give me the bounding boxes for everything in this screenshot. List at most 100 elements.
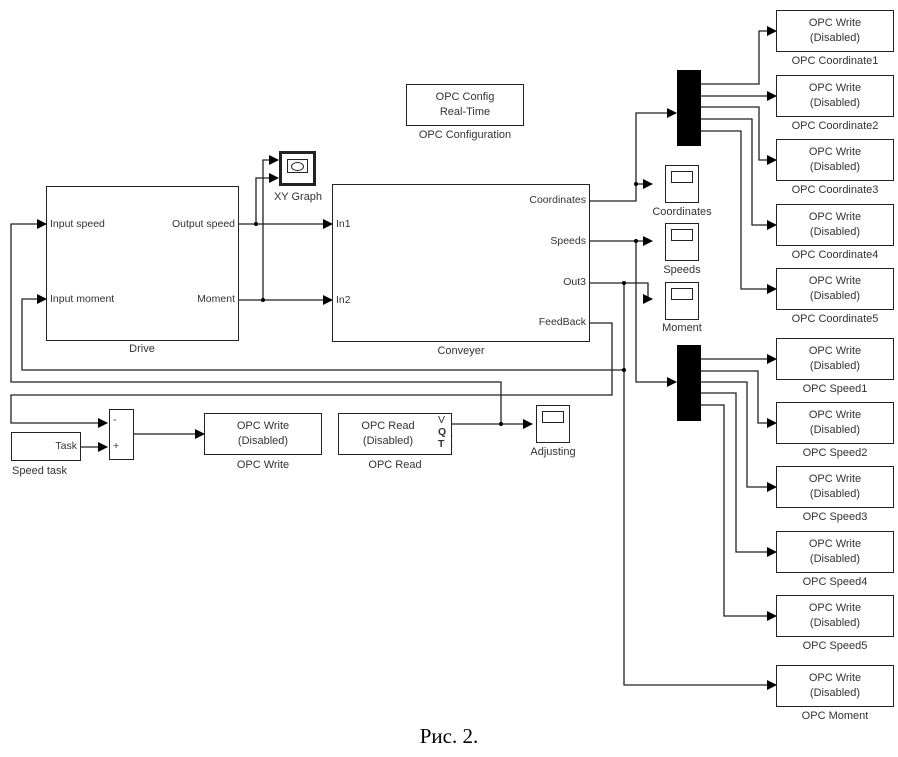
opc-write-line1: OPC Write [808, 409, 862, 421]
scope-screen-icon [671, 229, 693, 241]
sum-block[interactable] [109, 409, 134, 460]
opc-coordinate3-block[interactable]: OPC Write(Disabled) [776, 139, 894, 181]
opc-read-line2: (Disabled) [362, 435, 414, 447]
junction-dot [634, 182, 638, 186]
drive-input-speed-port: Input speed [50, 218, 105, 230]
speeds-scope-label: Speeds [663, 264, 701, 276]
opc-read-line1: OPC Read [361, 420, 415, 432]
scope-screen-icon [542, 411, 564, 423]
opc-write-line1: OPC Write [808, 538, 862, 550]
opc-config-line1: OPC Config [435, 91, 495, 103]
adjusting-scope[interactable] [536, 405, 570, 443]
drive-block[interactable] [46, 186, 239, 341]
opc-write-line2: (Disabled) [809, 360, 861, 372]
drive-label: Drive [129, 343, 155, 355]
opc-write-line1: OPC Write [808, 82, 862, 94]
opc-speed1-block[interactable]: OPC Write (Disabled) [776, 338, 894, 380]
opc-coordinate2-label: OPC Coordinate2 [791, 120, 879, 132]
conveyer-coordinates-port: Coordinates [529, 194, 586, 206]
opc-speed4-block[interactable]: OPC Write (Disabled) [776, 531, 894, 573]
opc-moment-block[interactable]: OPC Write (Disabled) [776, 665, 894, 707]
wire-read-v-to-input-speed [10, 219, 502, 424]
xy-graph-block[interactable] [279, 151, 316, 186]
demux-speeds[interactable] [677, 345, 701, 421]
conveyer-block[interactable] [332, 184, 590, 342]
conveyer-speeds-port: Speeds [550, 235, 586, 247]
opc-coordinate5-label: OPC Coordinate5 [791, 313, 879, 325]
wire-speeds-to-demux2 [635, 241, 677, 387]
opc-write-line1: OPC Write [808, 17, 862, 29]
wire-out3 [590, 282, 653, 304]
opc-write-line1: OPC Write [808, 672, 862, 684]
opc-coordinate3-label: OPC Coordinate3 [791, 184, 879, 196]
wire-d2-out3 [700, 381, 777, 492]
drive-output-speed-port: Output speed [171, 218, 235, 230]
junction-dot [261, 298, 265, 302]
wire-d1-out5 [700, 130, 777, 294]
opc-write-line1: OPC Write [808, 345, 862, 357]
opc-write-line2: (Disabled) [809, 687, 861, 699]
drive-input-moment-port: Input moment [50, 293, 115, 305]
opc-write-main-block[interactable]: OPC Write (Disabled) [204, 413, 322, 455]
opc-coordinate2-block[interactable]: OPC Write (Disabled) [776, 75, 894, 117]
opc-moment-label: OPC Moment [801, 710, 869, 722]
opc-write-line1: OPC Write [808, 146, 862, 158]
opc-read-block[interactable]: OPC Read (Disabled) [338, 413, 452, 455]
adjusting-scope-label: Adjusting [530, 446, 576, 458]
opc-write-line2: (Disabled) [809, 553, 861, 565]
moment-scope[interactable] [665, 282, 699, 320]
wire-out3-to-input-moment [21, 294, 624, 371]
scope-screen-icon [671, 171, 693, 183]
speeds-scope[interactable] [665, 223, 699, 261]
opc-write-line2: (Disabled) [809, 226, 861, 238]
speed-task-label: Speed task [12, 465, 68, 477]
opc-write-line2: (Disabled) [809, 97, 861, 109]
opc-write-main-line2: (Disabled) [237, 435, 289, 447]
sum-minus-sign: - [113, 414, 117, 426]
demux-coordinates[interactable] [677, 70, 701, 146]
coordinates-scope[interactable] [665, 165, 699, 203]
conveyer-feedback-port: FeedBack [538, 316, 586, 328]
opc-coordinate4-label: OPC Coordinate4 [791, 249, 879, 261]
wire-d2-out2 [700, 370, 777, 428]
opc-config-block[interactable]: OPC Config Real-Time [406, 84, 524, 126]
opc-write-line1: OPC Write [808, 473, 862, 485]
wire-output-speed-to-xy [255, 173, 279, 224]
coordinates-scope-label: Coordinates [652, 206, 712, 218]
opc-write-line1: OPC Write [808, 211, 862, 223]
wire-d1-out1 [700, 26, 777, 85]
opc-speed3-block[interactable]: OPC Write (Disabled) [776, 466, 894, 508]
opc-write-line1: OPC Write [808, 602, 862, 614]
opc-speed3-label: OPC Speed3 [802, 511, 868, 523]
wire-feedback [10, 322, 613, 428]
opc-config-label: OPC Configuration [418, 129, 512, 141]
opc-speed5-block[interactable]: OPC Write(Disabled) [776, 595, 894, 637]
junction-dot [254, 222, 258, 226]
junction-dot [634, 239, 638, 243]
opc-coordinate4-block[interactable]: OPC Write (Disabled) [776, 204, 894, 246]
scope-screen-icon [671, 288, 693, 300]
opc-write-line2: (Disabled) [809, 488, 861, 500]
opc-read-port-v: V [438, 414, 446, 426]
junction-dot [499, 422, 503, 426]
opc-write-main-line1: OPC Write [236, 420, 290, 432]
opc-coordinate5-block[interactable]: OPC Write(Disabled) [776, 268, 894, 310]
moment-scope-label: Moment [662, 322, 702, 334]
wire-coordinates [590, 179, 653, 202]
junction-dot [622, 368, 626, 372]
wire-coordinates-to-demux1 [635, 108, 677, 184]
wire-out3-to-opc-moment [623, 283, 777, 690]
figure-caption: Рис. 2. [419, 724, 479, 748]
wire-d1-out3 [700, 106, 777, 165]
conveyer-label: Conveyer [437, 345, 485, 357]
speed-task-value: Task [55, 440, 77, 452]
sum-plus-sign: + [113, 440, 120, 452]
opc-speed2-block[interactable]: OPC Write(Disabled) [776, 402, 894, 444]
opc-write-line2: (Disabled) [809, 32, 861, 44]
xy-graph-icon [287, 159, 308, 173]
opc-read-port-t: T [438, 438, 445, 450]
opc-read-label: OPC Read [368, 459, 422, 471]
speed-task-block[interactable] [11, 432, 81, 461]
opc-write-main-label: OPC Write [236, 459, 290, 471]
opc-coordinate1-block[interactable]: OPC Write (Disabled) [776, 10, 894, 52]
